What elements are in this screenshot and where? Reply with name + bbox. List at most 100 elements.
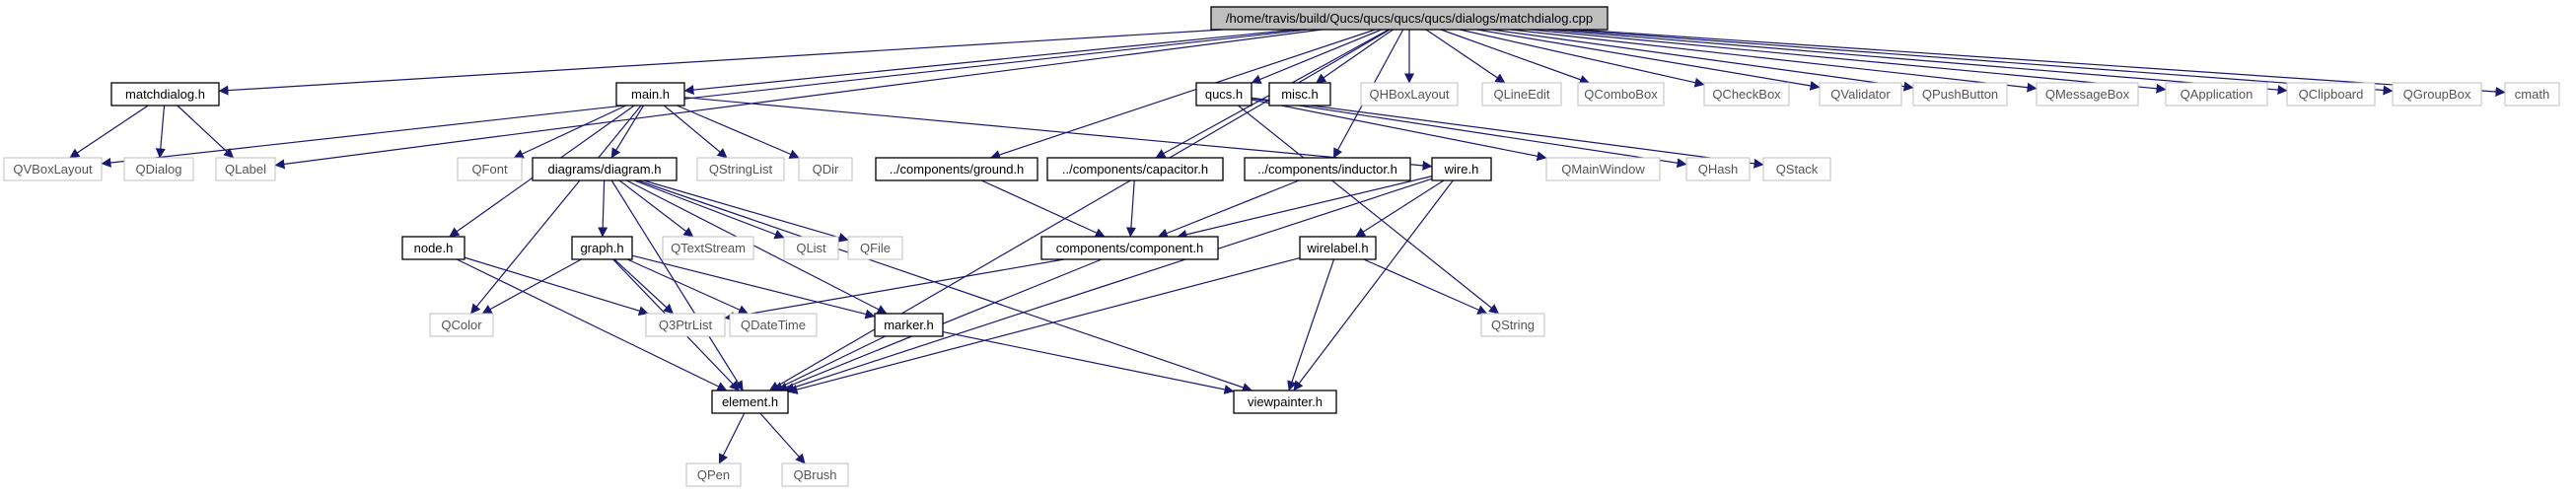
edge-element_h-to-QBrush [759, 412, 806, 464]
node-QLineEdit: QLineEdit [1481, 82, 1562, 106]
node-label: QLineEdit [1493, 87, 1549, 102]
node-label: QMainWindow [1561, 162, 1645, 177]
node-box [2165, 82, 2268, 106]
node-box [532, 157, 678, 181]
node-box [1040, 236, 1219, 260]
node-box [2286, 82, 2376, 106]
node-wirelabel-h[interactable]: wirelabel.h [1299, 236, 1377, 260]
node-label: components/component.h [1056, 241, 1204, 255]
edge-root-to-QCheckBox [1459, 29, 1705, 88]
edge-wire_h-to-component_h [1177, 176, 1433, 240]
edge-wirelabel_h-to-element_h [787, 256, 1301, 394]
node-box [1577, 82, 1665, 106]
node-label: QClipboard [2299, 87, 2364, 102]
edge-root-to-cmath [1576, 29, 2506, 97]
edge-wirelabel_h-to-viewpainter_h [1287, 258, 1335, 391]
node-label: /home/travis/build/Qucs/qucs/qucs/qucs/d… [1226, 11, 1593, 26]
node-QFile: QFile [847, 236, 903, 260]
edge-marker_h-to-element_h [772, 335, 887, 391]
node-label: main.h [631, 87, 670, 102]
edge-wire_h-to-viewpainter_h [1293, 179, 1454, 391]
edge-diagram_h-to-QFile [643, 179, 849, 243]
nodes-layer: /home/travis/build/Qucs/qucs/qucs/qucs/d… [3, 6, 2560, 487]
node-box [875, 157, 1038, 181]
node-label: QHash [1698, 162, 1738, 177]
node-QFont: QFont [457, 157, 523, 181]
node-label: viewpainter.h [1248, 394, 1323, 409]
edge-matchdialog_h-to-QLabel [177, 105, 235, 159]
node-QVBoxLayout: QVBoxLayout [3, 157, 103, 181]
node-box [847, 236, 903, 260]
edge-graph_h-to-Q3PtrList [613, 258, 674, 315]
edge-root-to-ground_h [990, 29, 1376, 160]
edge-marker_h-to-viewpainter_h [942, 330, 1235, 394]
node-box [1912, 82, 2008, 106]
edge-wire_h-to-element_h [784, 178, 1433, 392]
node-label: QCheckBox [1712, 87, 1781, 102]
node-Q3PtrList: Q3PtrList [645, 313, 726, 337]
node-box [696, 157, 785, 181]
edge-qucs_h-to-QMainWindow [1251, 99, 1547, 162]
edge-root-to-QGroupBox [1562, 29, 2394, 96]
node-element-h[interactable]: element.h [711, 390, 789, 414]
node-inductor-h[interactable]: ../components/inductor.h [1244, 157, 1411, 181]
node-label: matchdialog.h [125, 87, 205, 102]
edge-root-to-QVBoxLayout [101, 29, 1308, 168]
node-box [1685, 157, 1751, 181]
node-QValidator: QValidator [1819, 82, 1902, 106]
node-node-h[interactable]: node.h [401, 236, 465, 260]
node-label: QString [1491, 318, 1535, 332]
node-label: QComboBox [1584, 87, 1658, 102]
node-diagram-h[interactable]: diagrams/diagram.h [532, 157, 678, 181]
edge-diagram_h-to-viewpainter_h [637, 179, 1252, 392]
node-box [123, 157, 194, 181]
edge-diagram_h-to-QTextStream [618, 179, 694, 238]
node-label: QApplication [2181, 87, 2254, 102]
edge-root-to-QMessageBox [1510, 29, 2038, 93]
node-box [2392, 82, 2482, 106]
node-QStringList: QStringList [696, 157, 785, 181]
node-box [1819, 82, 1902, 106]
edge-component_h-to-Q3PtrList [724, 258, 1065, 321]
node-label: QFont [471, 162, 508, 177]
node-QList: QList [783, 236, 839, 260]
node-qucs-h[interactable]: qucs.h [1195, 82, 1252, 106]
edge-root-to-QValidator [1476, 29, 1821, 91]
node-box [1762, 157, 1831, 181]
edge-qucs_h-to-QHash [1251, 98, 1687, 169]
node-box [1244, 157, 1411, 181]
node-box [729, 313, 818, 337]
node-box [215, 157, 276, 181]
edge-qucs_h-to-QString [1238, 105, 1499, 315]
node-box [429, 313, 494, 337]
node-graph-h[interactable]: graph.h [571, 236, 633, 260]
node-box [401, 236, 465, 260]
node-main-h[interactable]: main.h [615, 82, 685, 106]
node-ground-h[interactable]: ../components/ground.h [875, 157, 1038, 181]
edge-main_h-to-QDir [677, 105, 800, 159]
node-QString: QString [1480, 313, 1545, 337]
node-label: QFile [860, 241, 891, 255]
node-component-h[interactable]: components/component.h [1040, 236, 1219, 260]
node-label: cmath [2515, 87, 2549, 102]
node-misc-h[interactable]: misc.h [1268, 82, 1331, 106]
node-QColor: QColor [429, 313, 494, 337]
node-viewpainter-h[interactable]: viewpainter.h [1233, 390, 1337, 414]
node-marker-h[interactable]: marker.h [874, 313, 944, 337]
edge-diagram_h-to-graph_h [598, 179, 608, 238]
node-label: QStack [1776, 162, 1819, 177]
node-box [457, 157, 523, 181]
node-capacitor-h[interactable]: ../components/capacitor.h [1046, 157, 1224, 181]
node-box [1195, 82, 1252, 106]
node-QPen: QPen [685, 462, 742, 487]
node-box [1431, 157, 1492, 181]
edge-root-to-matchdialog_h [218, 29, 1224, 96]
node-box [1703, 82, 1790, 106]
node-matchdialog-h[interactable]: matchdialog.h [110, 82, 220, 106]
node-QBrush: QBrush [781, 462, 849, 487]
node-wire-h[interactable]: wire.h [1431, 157, 1492, 181]
node-root[interactable]: /home/travis/build/Qucs/qucs/qucs/qucs/d… [1210, 6, 1609, 31]
node-label: QPen [697, 467, 730, 482]
node-QDateTime: QDateTime [729, 313, 818, 337]
